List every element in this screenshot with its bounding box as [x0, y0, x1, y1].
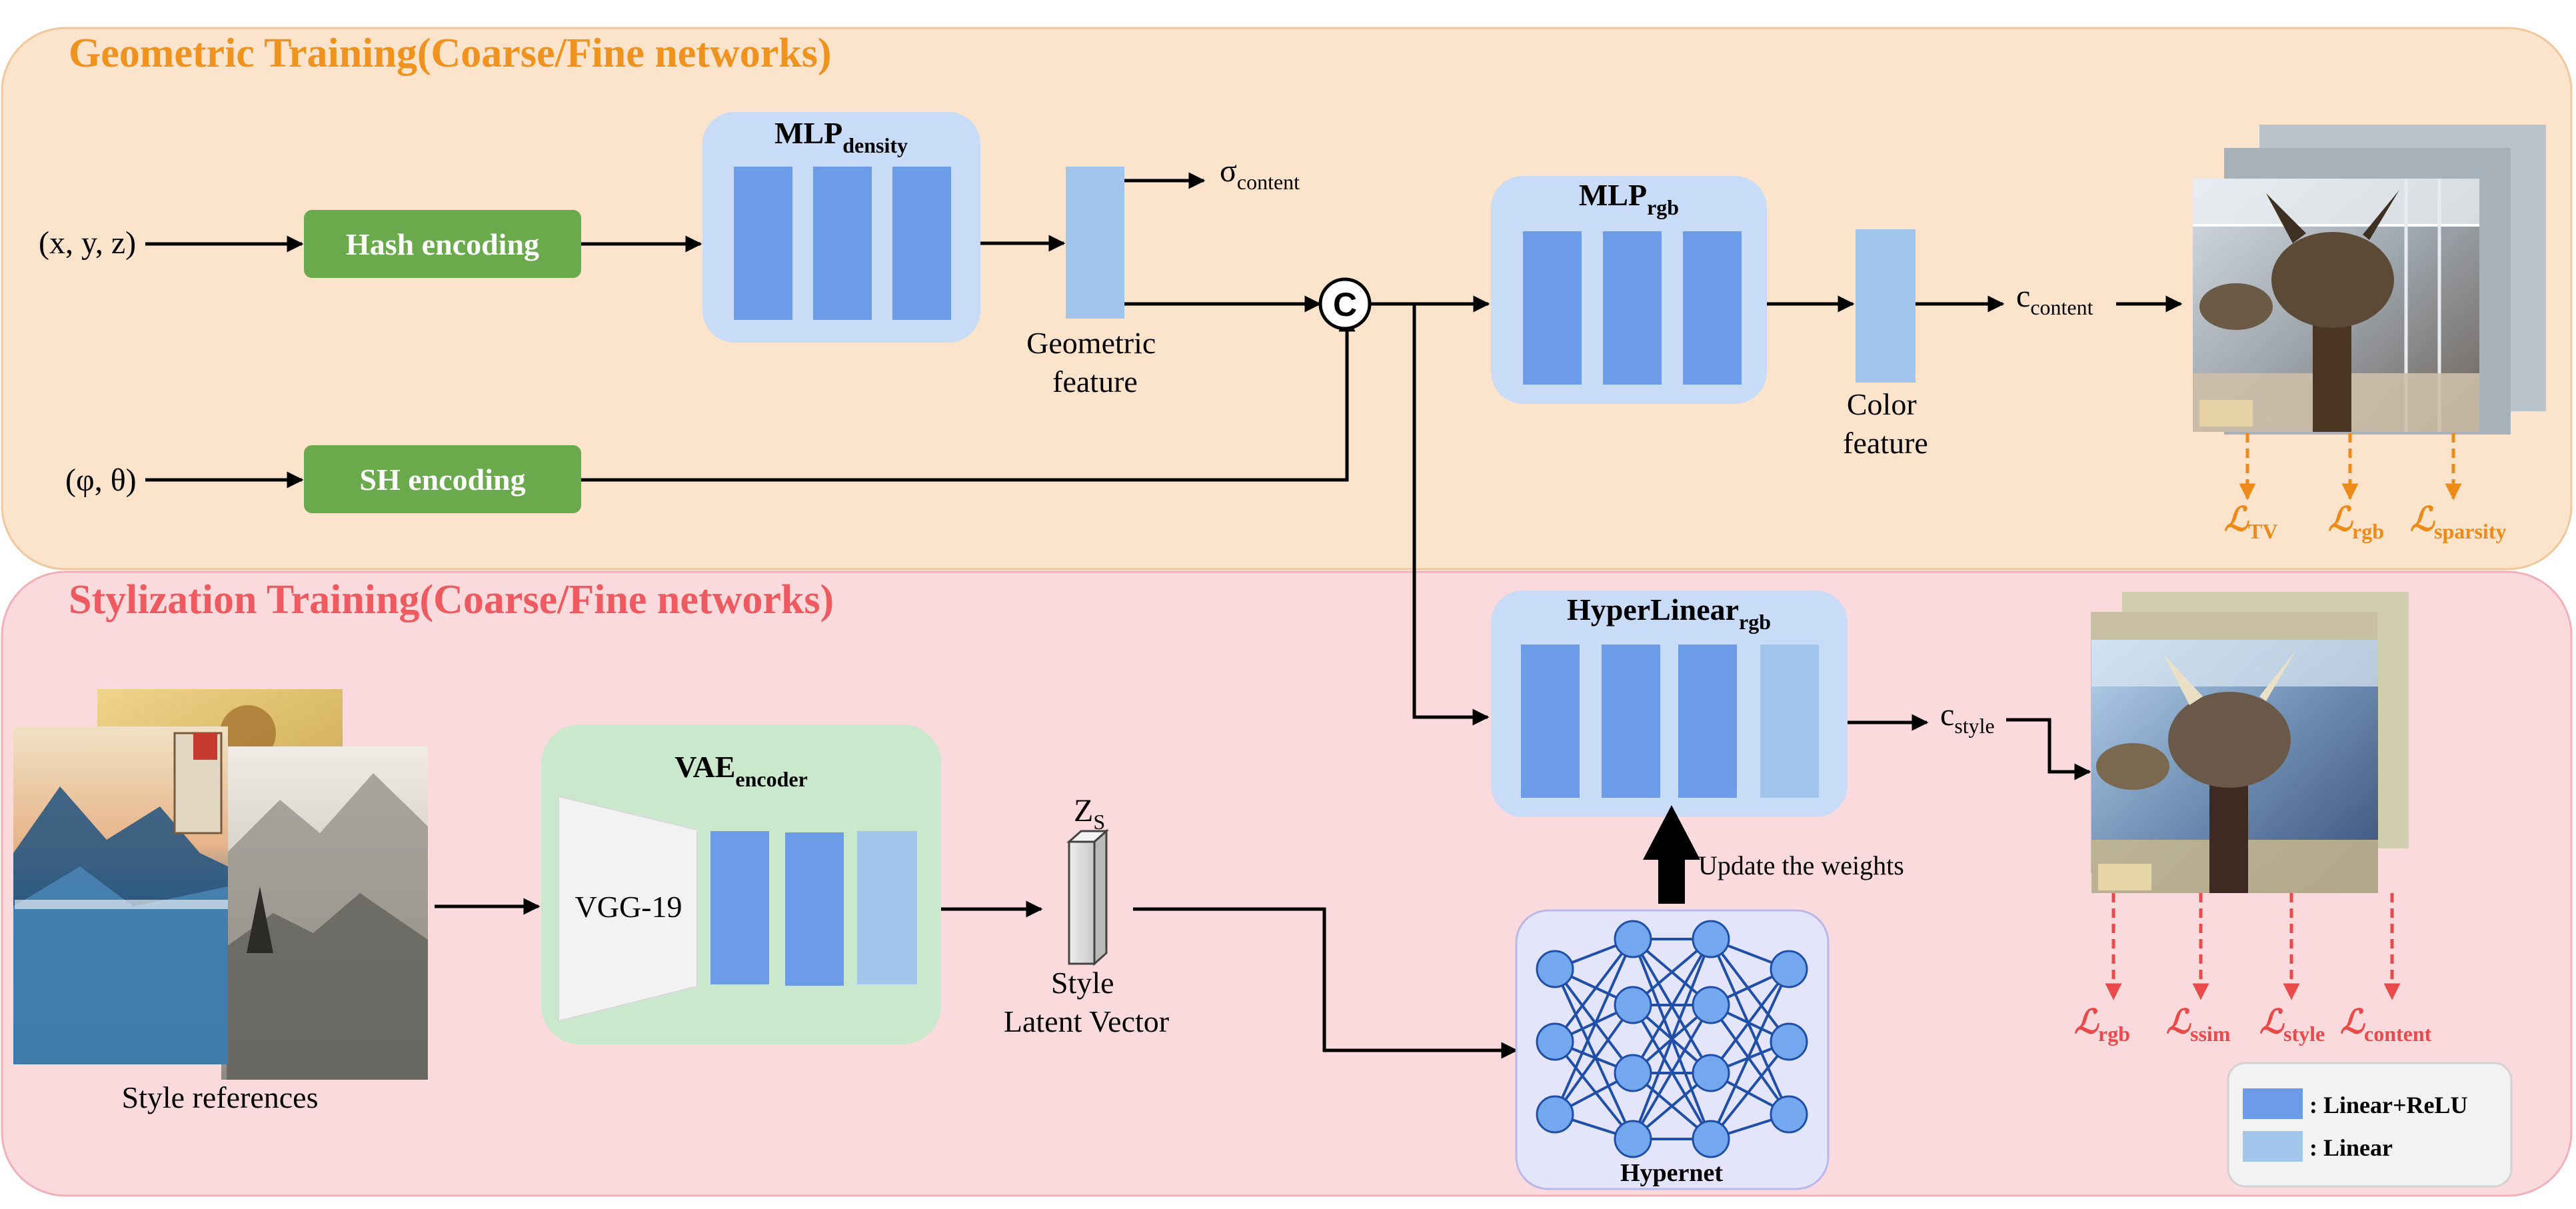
- hyperlinear-rgb-title: HyperLinearrgb: [1567, 593, 1771, 634]
- mlp-density-title: MLPdensity: [774, 116, 908, 157]
- mlp-density-layer-2: [813, 167, 872, 320]
- mlp-rgb-layer-3: [1683, 231, 1742, 385]
- zs-latent-cube: [1066, 828, 1109, 966]
- hyperlinear-layer-1: [1521, 644, 1580, 798]
- arrow-concat-to-hyperlinear: [1412, 304, 1490, 726]
- mlp-density-layer-3: [892, 167, 951, 320]
- sigma-content-label: σcontent: [1220, 153, 1300, 194]
- hypernet-node: [1614, 1120, 1652, 1158]
- hypernet-edge: [1554, 968, 1634, 1140]
- mlp-density-layer-1: [734, 167, 792, 320]
- hypernet-edge: [1710, 938, 1790, 1115]
- hypernet-node: [1536, 950, 1574, 988]
- vae-layer-2: [785, 832, 844, 986]
- vae-layer-3: [857, 831, 917, 984]
- hypernet-edge: [1554, 968, 1634, 1074]
- hypernet-edge: [1554, 938, 1634, 1043]
- hypernet-edge: [1632, 938, 1712, 1074]
- vgg-19-trapezoid: [558, 795, 698, 1022]
- update-weights-arrow: [1643, 805, 1700, 904]
- hypernet-node: [1614, 1054, 1652, 1092]
- hyperlinear-layer-2: [1602, 644, 1660, 798]
- hyperlinear-layer-4: [1760, 644, 1819, 798]
- mlp-rgb-layer-1: [1523, 231, 1582, 385]
- hash-encoding-label: Hash encoding: [346, 227, 539, 261]
- hypernet-edge: [1554, 1040, 1634, 1140]
- hypernet-node: [1692, 1054, 1730, 1092]
- mlp-rgb-title: MLPrgb: [1579, 178, 1679, 219]
- arrow-sh-to-concat: [581, 315, 1356, 482]
- geometric-section: [1, 27, 2573, 571]
- hypernet-node: [1614, 920, 1652, 958]
- hypernet-node: [1770, 950, 1808, 988]
- vae-layer-1: [710, 831, 769, 984]
- hypernet-node: [1536, 1022, 1574, 1061]
- style-render-image: [2091, 640, 2378, 893]
- style-references-images: [13, 689, 428, 1080]
- loss-rgb-label-geo: ℒrgb: [2328, 501, 2384, 543]
- geometric-feature-bar: [1066, 167, 1124, 319]
- stylization-section-title: Stylization Training(Coarse/Fine network…: [69, 577, 834, 622]
- hypernet-node: [1536, 1095, 1574, 1134]
- hypernet-node: [1692, 986, 1730, 1024]
- hypernet-block: [1515, 909, 1830, 1190]
- color-feature-label: Color feature: [1843, 387, 1928, 460]
- hypernet-node: [1770, 1022, 1808, 1061]
- hypernet-edge: [1710, 1004, 1790, 1116]
- content-render-image: [2193, 179, 2479, 432]
- input-xyz-label: (x, y, z): [39, 225, 136, 261]
- hypernet-node: [1692, 1120, 1730, 1158]
- legend-swatch-linear: [2243, 1131, 2303, 1162]
- c-content-label: ccontent: [2016, 279, 2093, 319]
- zs-label: ZS: [1074, 793, 1105, 834]
- hypernet-edge: [1710, 938, 1790, 1043]
- hypernet-node: [1692, 920, 1730, 958]
- hypernet-node: [1770, 1095, 1808, 1134]
- hypernet-node: [1614, 986, 1652, 1024]
- hash-encoding-block: [304, 210, 581, 278]
- loss-style-label: ℒstyle: [2259, 1003, 2325, 1046]
- concat-symbol: C: [1333, 286, 1357, 323]
- legend-label-linear: : Linear: [2309, 1134, 2393, 1161]
- hyperlinear-rgb-block: [1491, 591, 1848, 817]
- legend-swatch-linear-relu: [2243, 1088, 2303, 1119]
- loss-tv-label: ℒTV: [2224, 501, 2277, 543]
- color-feature-bar: [1856, 229, 1916, 383]
- style-latent-vector-label: Style Latent Vector: [1004, 966, 1169, 1038]
- hyperlinear-layer-3: [1678, 644, 1737, 798]
- loss-sparsity-label: ℒsparsity: [2410, 501, 2506, 543]
- geometric-feature-label: Geometric feature: [1026, 326, 1164, 399]
- loss-rgb-label-style: ℒrgb: [2074, 1003, 2130, 1046]
- hypernet-edge: [1710, 1040, 1790, 1140]
- hypernet-edge: [1554, 938, 1634, 1115]
- geometric-section-title: Geometric Training(Coarse/Fine networks): [69, 31, 832, 76]
- legend-box: [2227, 1062, 2513, 1188]
- sh-encoding-label: SH encoding: [359, 463, 525, 497]
- sh-encoding-block: [304, 445, 581, 513]
- vae-encoder-title: VAEencoder: [674, 750, 808, 791]
- arrow-zs-to-hypernet: [1133, 907, 1518, 1059]
- vgg-19-label: VGG-19: [575, 890, 682, 924]
- hypernet-label: Hypernet: [1620, 1159, 1723, 1187]
- legend-label-linear-relu: : Linear+ReLU: [2309, 1092, 2467, 1118]
- style-references-label: Style references: [121, 1080, 318, 1114]
- arrow-c-style-to-renders: [2006, 718, 2091, 780]
- update-weights-label: Update the weights: [1698, 850, 1904, 880]
- hypernet-edge: [1632, 938, 1712, 1140]
- mlp-rgb-layer-2: [1603, 231, 1662, 385]
- loss-content-label: ℒcontent: [2340, 1003, 2432, 1046]
- c-style-label: cstyle: [1940, 697, 1995, 738]
- hypernet-edge: [1554, 1004, 1634, 1116]
- input-direction-label: (φ, θ): [65, 463, 137, 498]
- hypernet-edge: [1632, 1004, 1712, 1140]
- hypernet-edge: [1710, 968, 1790, 1140]
- hypernet-graph: [1536, 920, 1808, 1158]
- loss-ssim-label: ℒssim: [2166, 1003, 2231, 1046]
- hypernet-edge: [1710, 968, 1790, 1074]
